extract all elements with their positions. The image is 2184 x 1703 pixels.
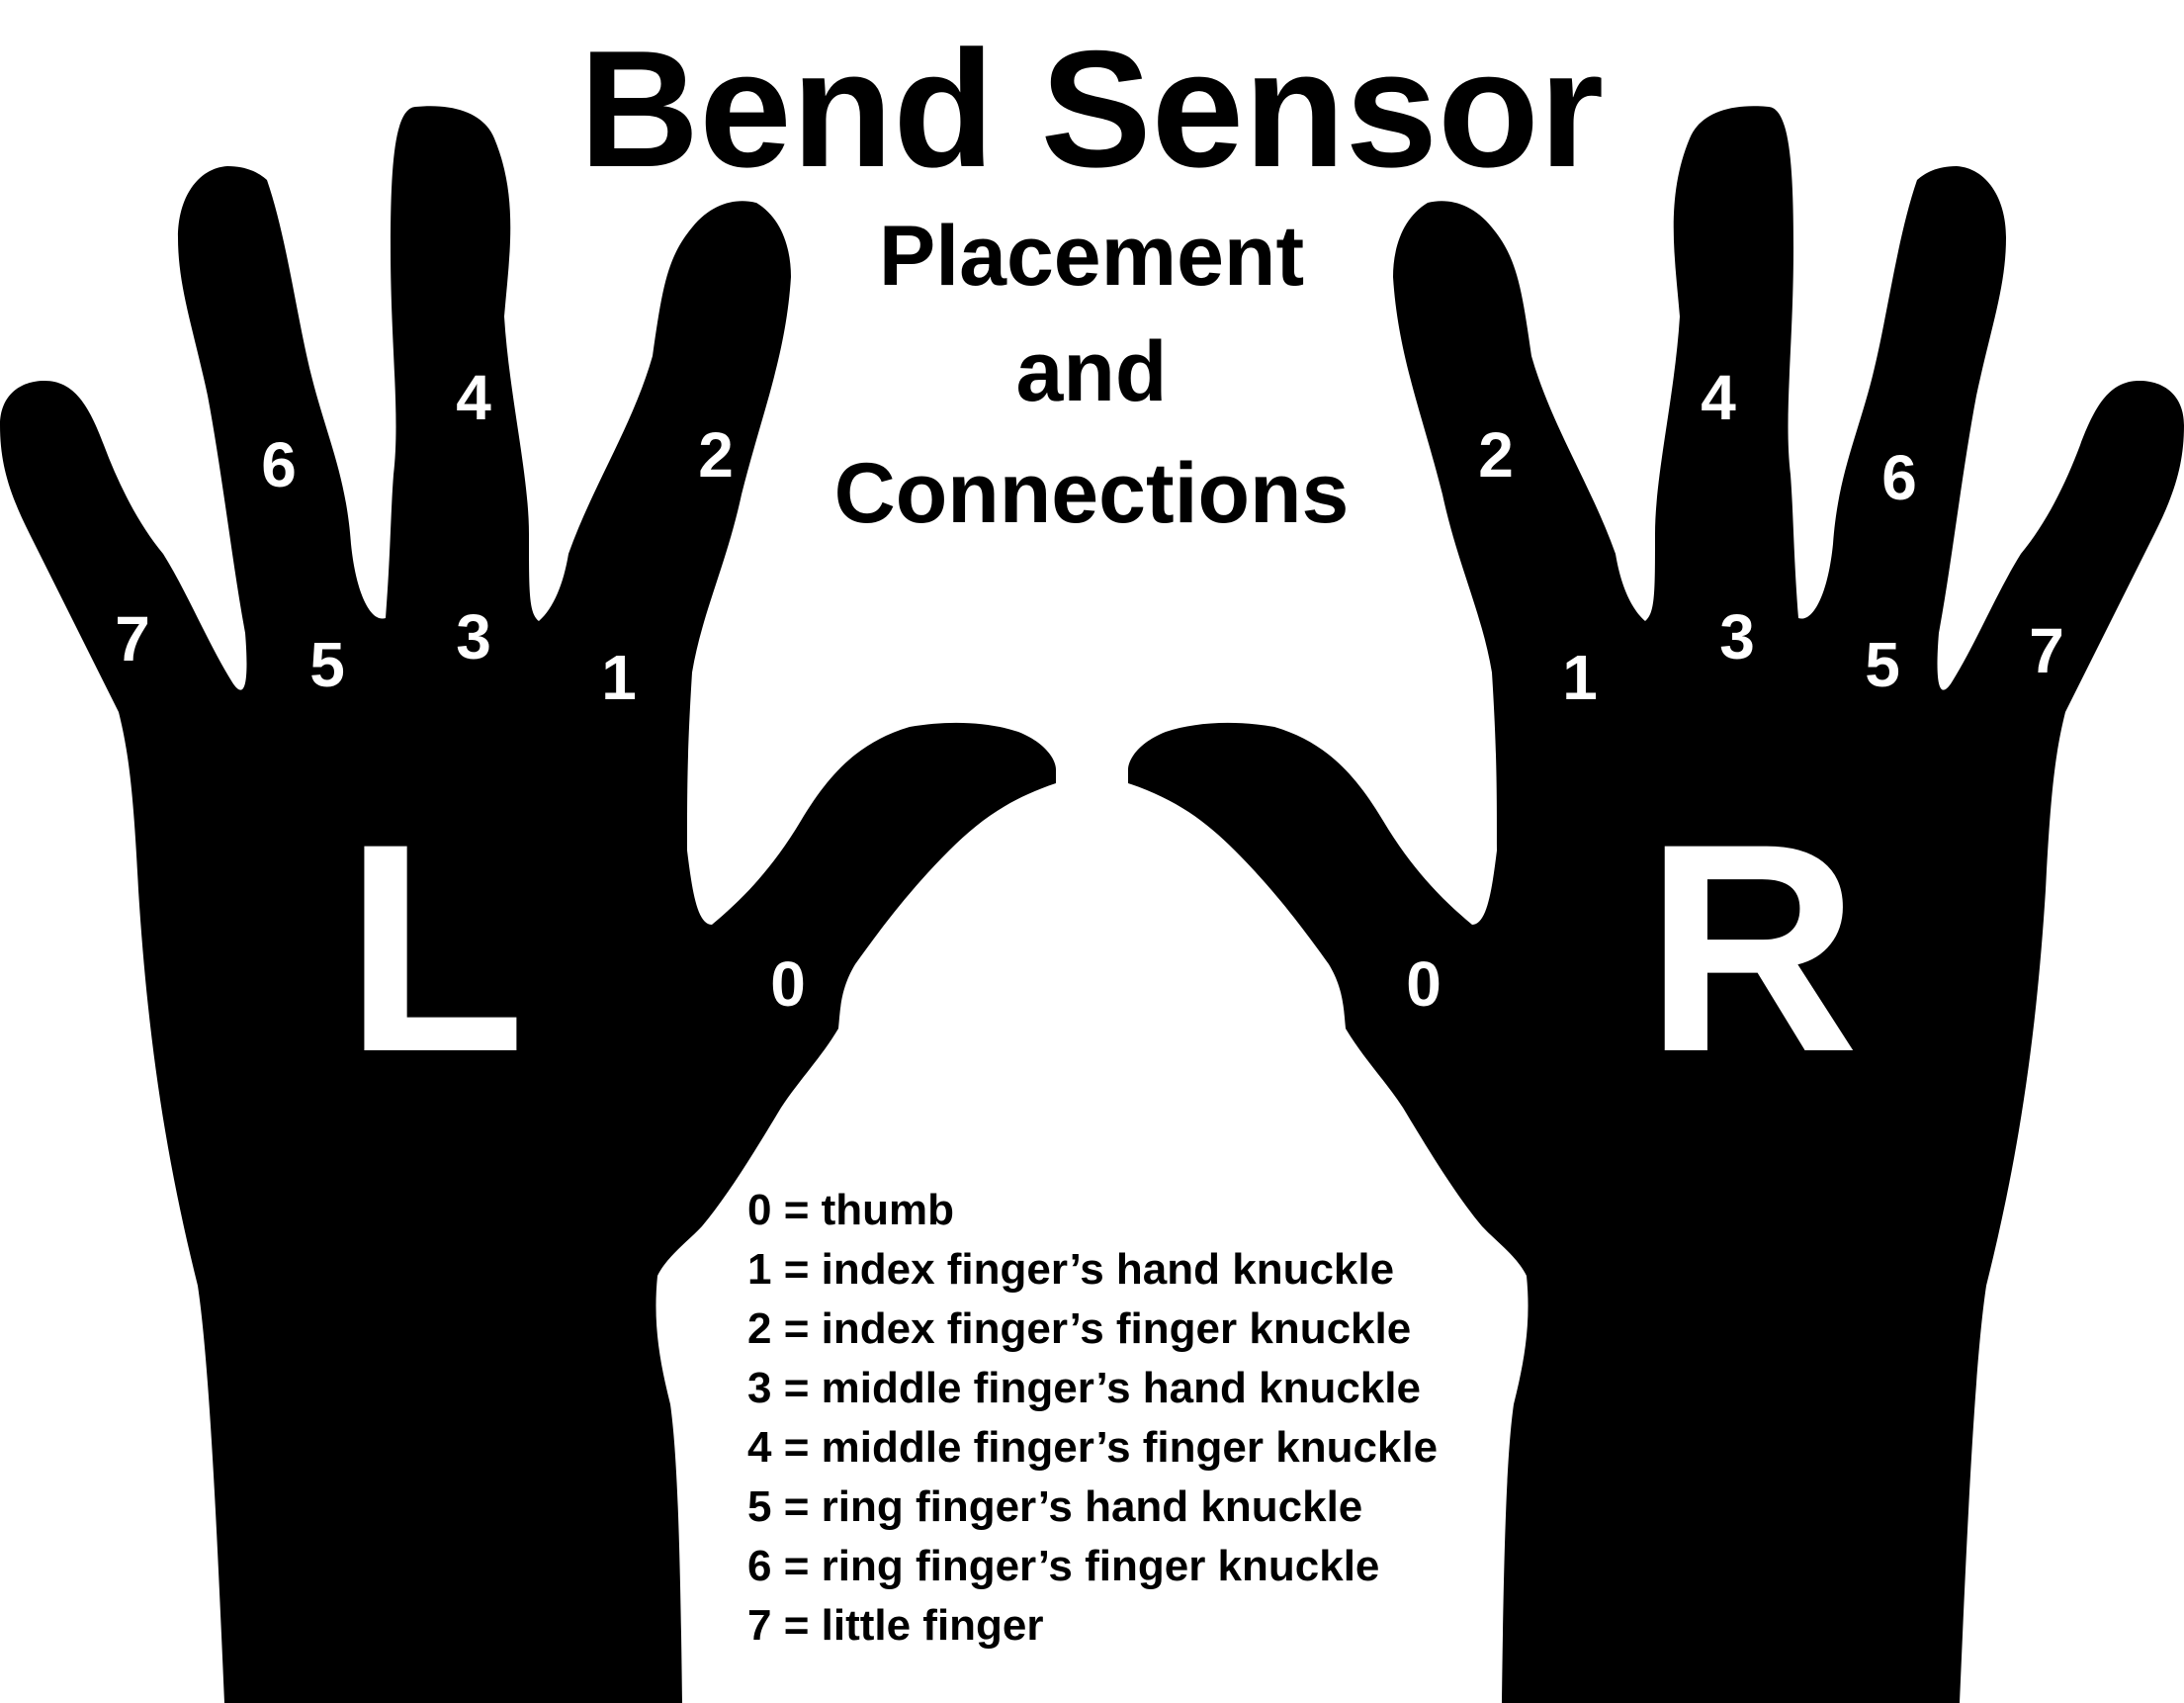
right-hand: R 0 1 2 3 4 5 6 7 bbox=[1128, 106, 2184, 1703]
legend-item-1: 1 = index finger’s hand knuckle bbox=[747, 1245, 1394, 1294]
legend-item-6: 6 = ring finger’s finger knuckle bbox=[747, 1542, 1379, 1590]
right-sensor-label-6: 6 bbox=[1881, 442, 1917, 513]
legend-item-5: 5 = ring finger’s hand knuckle bbox=[747, 1482, 1362, 1531]
right-hand-letter: R bbox=[1645, 781, 1860, 1114]
right-hand-silhouette bbox=[1128, 106, 2184, 1703]
legend-item-3: 3 = middle finger’s hand knuckle bbox=[747, 1364, 1421, 1412]
legend-item-0: 0 = thumb bbox=[747, 1186, 954, 1234]
left-sensor-label-1: 1 bbox=[601, 642, 637, 713]
legend-item-4: 4 = middle finger’s finger knuckle bbox=[747, 1423, 1438, 1472]
left-sensor-label-3: 3 bbox=[456, 601, 491, 672]
left-sensor-label-2: 2 bbox=[698, 419, 734, 491]
left-sensor-label-5: 5 bbox=[309, 629, 345, 700]
right-sensor-label-7: 7 bbox=[2029, 615, 2064, 686]
left-hand-silhouette bbox=[0, 106, 1056, 1703]
left-sensor-label-0: 0 bbox=[770, 948, 806, 1020]
diagram-title: Bend Sensor bbox=[579, 16, 1604, 202]
left-sensor-label-4: 4 bbox=[456, 362, 491, 433]
left-hand-letter: L bbox=[344, 781, 525, 1114]
left-sensor-label-6: 6 bbox=[261, 429, 297, 500]
subtitle-line-3: Connections bbox=[834, 446, 1350, 541]
right-sensor-label-4: 4 bbox=[1701, 362, 1736, 433]
right-sensor-label-3: 3 bbox=[1719, 601, 1755, 672]
legend-item-7: 7 = little finger bbox=[747, 1601, 1044, 1650]
legend-item-2: 2 = index finger’s finger knuckle bbox=[747, 1304, 1411, 1353]
left-hand: L 0 1 2 3 4 5 6 7 bbox=[0, 106, 1056, 1703]
right-sensor-label-2: 2 bbox=[1478, 419, 1514, 491]
subtitle-line-1: Placement bbox=[879, 209, 1304, 304]
legend: 0 = thumb 1 = index finger’s hand knuckl… bbox=[747, 1186, 1438, 1650]
subtitle-line-2: and bbox=[1016, 324, 1168, 419]
right-sensor-label-5: 5 bbox=[1865, 629, 1900, 700]
left-sensor-label-7: 7 bbox=[115, 603, 150, 674]
right-sensor-label-1: 1 bbox=[1562, 642, 1598, 713]
right-sensor-label-0: 0 bbox=[1406, 948, 1441, 1020]
